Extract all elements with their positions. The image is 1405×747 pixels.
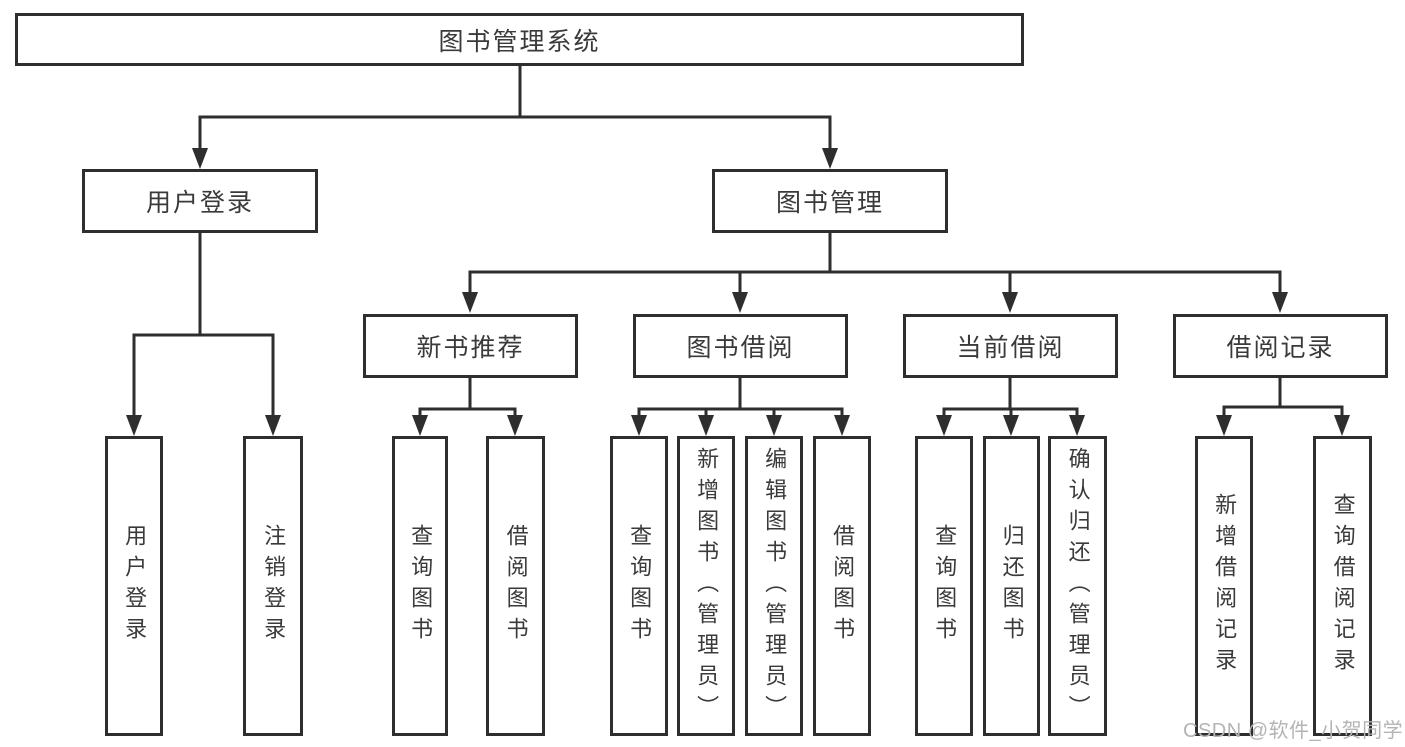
node-label: 借阅图书 bbox=[503, 524, 529, 648]
node-label: 注销登录 bbox=[261, 524, 287, 648]
node-leaf-borrow-books-recommend: 借阅图书 bbox=[486, 436, 545, 736]
connector-book-borrow-to-children bbox=[631, 376, 850, 436]
node-leaf-query-books-current: 查询图书 bbox=[915, 436, 973, 736]
node-leaf-borrow-books: 借阅图书 bbox=[813, 436, 871, 736]
node-label: 查询图书 bbox=[932, 524, 958, 648]
node-label: 用户登录 bbox=[122, 524, 148, 648]
node-label: 确认归还（管理员） bbox=[1065, 446, 1091, 726]
node-label: 查询图书 bbox=[408, 524, 434, 648]
node-label: 查询图书 bbox=[627, 524, 653, 648]
node-label: 借阅记录 bbox=[1226, 334, 1335, 362]
connector-root-to-level2 bbox=[192, 64, 838, 169]
node-label: 当前借阅 bbox=[956, 334, 1065, 362]
node-label: 图书管理系统 bbox=[438, 27, 601, 56]
connector-borrow-records-to-children bbox=[1216, 376, 1350, 436]
node-label: 用户登录 bbox=[145, 189, 254, 217]
node-label: 查询借阅记录 bbox=[1330, 493, 1356, 679]
connector-current-borrow-to-children bbox=[936, 376, 1085, 436]
node-leaf-add-borrow-record: 新增借阅记录 bbox=[1195, 436, 1253, 736]
connector-book-management-to-level3 bbox=[462, 231, 1288, 313]
node-user-login-module: 用户登录 bbox=[82, 169, 318, 233]
node-leaf-query-borrow-record: 查询借阅记录 bbox=[1313, 436, 1372, 736]
csdn-watermark: CSDN @软件_小贺同学 bbox=[1183, 720, 1404, 742]
node-leaf-user-login: 用户登录 bbox=[105, 436, 163, 736]
connector-new-book-recommend-to-children bbox=[412, 376, 523, 436]
node-label: 归还图书 bbox=[999, 524, 1025, 648]
node-leaf-confirm-return-admin: 确认归还（管理员） bbox=[1048, 436, 1107, 736]
node-root-system: 图书管理系统 bbox=[15, 13, 1024, 66]
node-label: 编辑图书（管理员） bbox=[762, 446, 788, 726]
node-label: 新书推荐 bbox=[416, 334, 525, 362]
node-label: 新增借阅记录 bbox=[1212, 493, 1238, 679]
node-borrow-records: 借阅记录 bbox=[1173, 314, 1388, 378]
node-leaf-logout: 注销登录 bbox=[243, 436, 303, 736]
node-leaf-add-book-admin: 新增图书（管理员） bbox=[677, 436, 735, 736]
node-current-borrow: 当前借阅 bbox=[903, 314, 1118, 378]
node-leaf-return-book: 归还图书 bbox=[983, 436, 1040, 736]
node-new-book-recommend: 新书推荐 bbox=[363, 314, 578, 378]
node-leaf-query-books-recommend: 查询图书 bbox=[392, 436, 448, 736]
connector-user-login-to-children bbox=[126, 231, 281, 436]
node-book-management-module: 图书管理 bbox=[712, 169, 948, 233]
node-leaf-query-books-borrow: 查询图书 bbox=[610, 436, 668, 736]
node-leaf-edit-book-admin: 编辑图书（管理员） bbox=[745, 436, 803, 736]
node-book-borrow: 图书借阅 bbox=[633, 314, 848, 378]
node-label: 图书借阅 bbox=[686, 334, 795, 362]
node-label: 图书管理 bbox=[775, 189, 884, 217]
node-label: 新增图书（管理员） bbox=[694, 446, 720, 726]
node-label: 借阅图书 bbox=[830, 524, 856, 648]
